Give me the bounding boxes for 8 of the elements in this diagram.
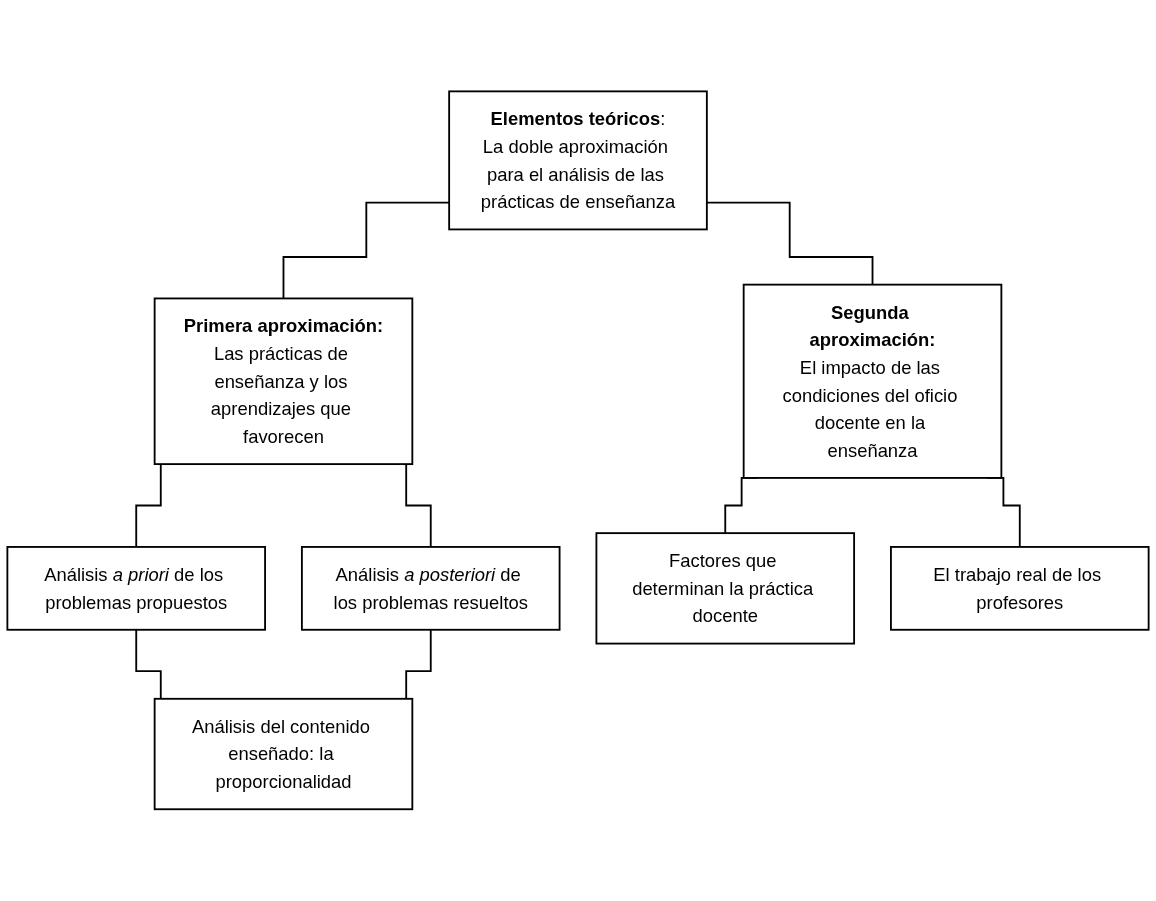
node-box	[300, 546, 561, 631]
node-box	[153, 297, 414, 466]
node-box	[6, 546, 266, 631]
node-box	[742, 283, 1003, 480]
node-box	[890, 546, 1150, 631]
node-box	[595, 532, 856, 645]
node-box	[448, 90, 708, 231]
node-box	[153, 698, 414, 811]
